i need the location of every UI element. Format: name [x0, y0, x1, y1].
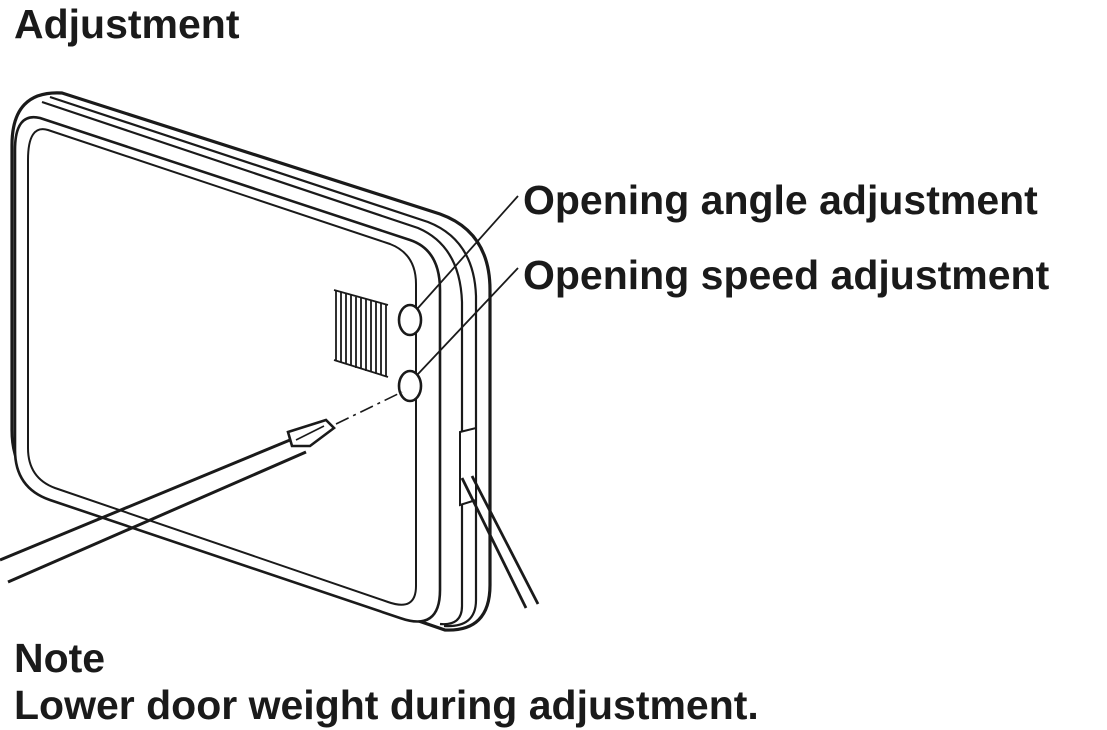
housing-inner-panel — [28, 129, 416, 605]
housing-edge-line-2 — [42, 102, 462, 624]
vent-grille — [334, 290, 388, 377]
opening-speed-screw — [397, 369, 423, 403]
screwdriver-icon — [0, 392, 402, 582]
opening-angle-screw — [397, 303, 423, 337]
side-connector-slot — [460, 428, 476, 505]
note-text: Lower door weight during adjustment. — [14, 682, 759, 728]
opening-speed-label: Opening speed adjustment — [523, 252, 1050, 298]
leader-line-speed — [418, 268, 518, 374]
leader-line-angle — [418, 196, 518, 308]
housing-edge-line-1 — [50, 97, 476, 626]
note-title: Note — [14, 635, 106, 681]
cable-icon — [462, 476, 538, 608]
diagram-title: Adjustment — [14, 1, 240, 47]
opening-angle-label: Opening angle adjustment — [523, 177, 1038, 223]
